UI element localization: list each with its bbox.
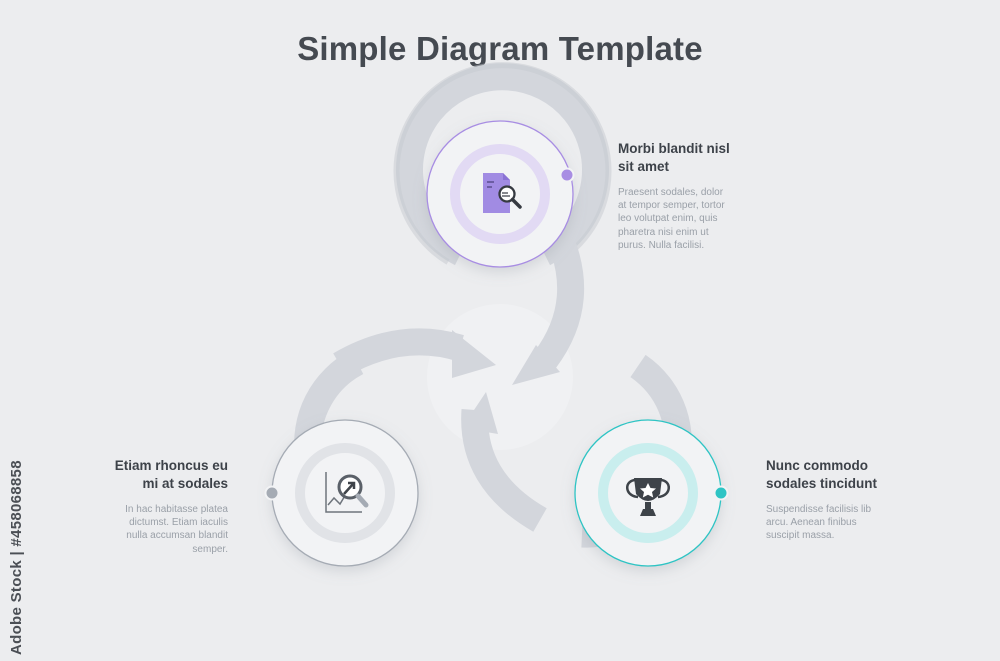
arrowhead-top [512, 345, 560, 385]
step-left-heading: Etiam rhoncus eu mi at sodales [114, 458, 228, 491]
arrowhead-left [452, 330, 496, 378]
step-right-heading: Nunc commodo sodales tincidunt [766, 458, 878, 491]
step-right-circle [574, 419, 729, 567]
page-title: Simple Diagram Template [297, 30, 703, 67]
step-left-description: In hac habitasse platea dictumst. Etiam … [125, 504, 228, 555]
stock-watermark-text: Adobe Stock | #458068858 [8, 460, 25, 655]
step-right-text: Nunc commodo sodales tincidunt Suspendis… [766, 457, 906, 543]
arrowheads [452, 330, 560, 434]
step-left-circle [264, 419, 419, 567]
step-top-text: Morbi blandit nisl sit amet Praesent sod… [618, 140, 758, 252]
stock-watermark: Adobe Stock | #458068858 [6, 395, 26, 655]
step-top-heading: Morbi blandit nisl sit amet [618, 141, 730, 174]
trophy-icon [626, 478, 670, 516]
connector-dot-top [559, 167, 575, 183]
arrowhead-right [462, 392, 498, 434]
arrow-top-ring [396, 63, 609, 266]
step-top-description: Praesent sodales, dolor at tempor semper… [618, 187, 725, 251]
connector-dot-left [264, 485, 280, 501]
growth-chart-search-icon [325, 472, 369, 513]
step-right-description: Suspendisse facilisis lib arcu. Aenean f… [766, 504, 872, 542]
step-left-text: Etiam rhoncus eu mi at sodales In hac ha… [86, 457, 228, 556]
connector-dot-right [713, 485, 729, 501]
step-top-circle [426, 120, 575, 268]
document-search-icon [483, 173, 522, 213]
